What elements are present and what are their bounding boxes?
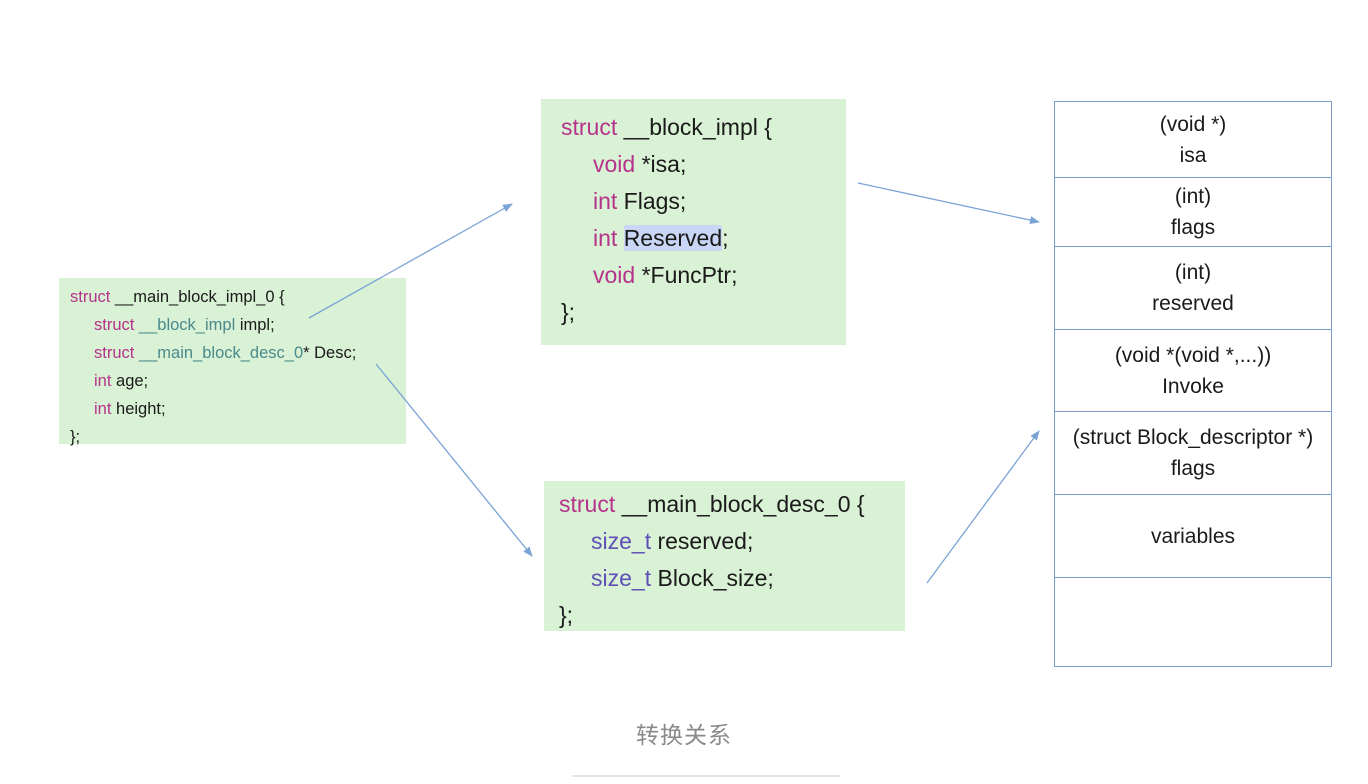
code-text: Flags; bbox=[617, 188, 687, 214]
main-block-impl-struct: struct __main_block_impl_0 { struct __bl… bbox=[59, 278, 406, 446]
arrow-block-impl-to-table bbox=[857, 182, 1040, 225]
keyword: int bbox=[593, 188, 618, 214]
keyword: int bbox=[94, 400, 112, 418]
code-text: __main_block_desc_0 { bbox=[615, 491, 865, 517]
layout-cell-flags: (int) flags bbox=[1055, 178, 1331, 247]
type-name: size_t bbox=[591, 565, 652, 591]
code-text: impl; bbox=[235, 316, 275, 334]
memory-layout-table: (void *) isa (int) flags (int) reserved … bbox=[1054, 101, 1332, 667]
arrow-impl-to-block-impl bbox=[308, 203, 513, 319]
code-text: }; bbox=[70, 428, 81, 446]
code-line: size_t reserved; bbox=[559, 523, 905, 560]
keyword: struct bbox=[94, 316, 135, 334]
keyword: int bbox=[593, 225, 618, 251]
cell-type: (int) bbox=[1174, 185, 1212, 208]
code-line: int height; bbox=[70, 395, 406, 423]
keyword: void bbox=[593, 262, 636, 288]
keyword: struct bbox=[559, 491, 616, 517]
code-line: struct __block_impl { bbox=[561, 109, 846, 146]
keyword: int bbox=[94, 372, 112, 390]
layout-cell-invoke: (void *(void *,...)) Invoke bbox=[1055, 330, 1331, 412]
cell-name: variables bbox=[1150, 524, 1236, 548]
code-text: age; bbox=[111, 372, 149, 390]
cell-name: flags bbox=[1170, 457, 1216, 480]
code-line: int Reserved; bbox=[561, 220, 846, 257]
layout-cell-descriptor: (struct Block_descriptor *) flags bbox=[1055, 412, 1331, 495]
code-text: }; bbox=[561, 299, 576, 325]
cell-name: flags bbox=[1170, 216, 1216, 239]
caption-divider bbox=[572, 775, 840, 777]
figure-caption: 转换关系 bbox=[636, 723, 732, 749]
layout-cell-variables: variables bbox=[1055, 495, 1331, 578]
main-block-desc-struct: struct __main_block_desc_0 { size_t rese… bbox=[544, 481, 905, 631]
keyword: struct bbox=[70, 288, 111, 306]
keyword: struct bbox=[561, 114, 618, 140]
cell-name: reserved bbox=[1152, 292, 1234, 315]
type-name: __block_impl bbox=[134, 316, 236, 334]
code-text: *isa; bbox=[635, 151, 687, 177]
arrow-block-desc-to-table bbox=[926, 430, 1040, 584]
layout-cell-isa: (void *) isa bbox=[1055, 102, 1331, 178]
code-text: Block_size; bbox=[651, 565, 774, 591]
code-text: * Desc; bbox=[303, 344, 357, 362]
code-line: void *FuncPtr; bbox=[561, 257, 846, 294]
code-text: reserved; bbox=[651, 528, 754, 554]
cell-type: (struct Block_descriptor *) bbox=[1072, 426, 1314, 449]
keyword: struct bbox=[94, 344, 135, 362]
block-impl-struct: struct __block_impl { void *isa; int Fla… bbox=[541, 99, 846, 345]
code-line: void *isa; bbox=[561, 146, 846, 183]
code-line: struct __main_block_impl_0 { bbox=[70, 283, 406, 311]
code-line: struct __main_block_desc_0* Desc; bbox=[70, 339, 406, 367]
code-line: }; bbox=[70, 423, 406, 451]
code-text: __main_block_impl_0 { bbox=[110, 288, 285, 306]
code-text: *FuncPtr; bbox=[635, 262, 738, 288]
code-line: int Flags; bbox=[561, 183, 846, 220]
cell-type: (void *(void *,...)) bbox=[1114, 343, 1272, 367]
code-line: }; bbox=[559, 597, 905, 634]
layout-cell-reserved: (int) reserved bbox=[1055, 247, 1331, 330]
code-line: struct __main_block_desc_0 { bbox=[559, 486, 905, 523]
code-text: height; bbox=[111, 400, 166, 418]
code-text: ; bbox=[722, 225, 729, 251]
cell-type: (void *) bbox=[1159, 112, 1227, 136]
code-line: }; bbox=[561, 294, 846, 331]
keyword: void bbox=[593, 151, 636, 177]
cell-name: isa bbox=[1179, 143, 1207, 167]
highlighted-text: Reserved bbox=[623, 225, 723, 251]
code-line: size_t Block_size; bbox=[559, 560, 905, 597]
cell-type: (int) bbox=[1174, 261, 1212, 284]
code-text: }; bbox=[559, 602, 574, 628]
type-name: __main_block_desc_0 bbox=[134, 344, 304, 362]
code-line: struct __block_impl impl; bbox=[70, 311, 406, 339]
type-name: size_t bbox=[591, 528, 652, 554]
cell-name: Invoke bbox=[1162, 374, 1224, 398]
arrow-desc-to-block-desc bbox=[375, 363, 533, 557]
code-text: __block_impl { bbox=[617, 114, 772, 140]
code-line: int age; bbox=[70, 367, 406, 395]
